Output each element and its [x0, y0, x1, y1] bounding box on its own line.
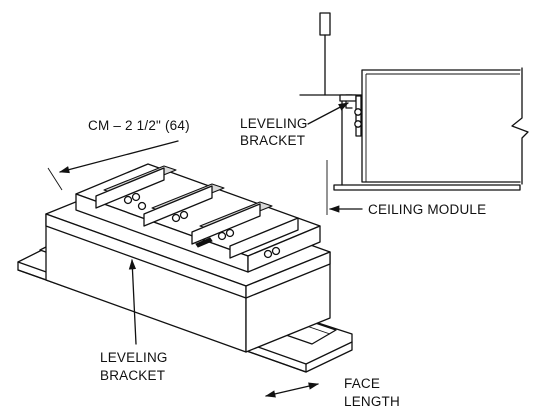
leveling-bracket-bottom-label-2: BRACKET	[100, 368, 165, 383]
face-length-label-1: FACE	[344, 376, 380, 391]
leveling-bracket-bottom-leader	[128, 258, 137, 345]
ceiling-module-label: CEILING MODULE	[368, 202, 486, 217]
face-length-dimension-line	[264, 382, 320, 398]
crossbars	[95, 167, 299, 259]
mounting-bolts	[123, 192, 281, 259]
ceiling-tee	[299, 94, 521, 191]
ceiling-section-detail: LEVELING BRACKET CEILING MODULE	[240, 12, 529, 217]
cm-dimension-line	[58, 140, 179, 174]
hanger-tab	[319, 12, 331, 36]
leveling-bracket-bottom-label-1: LEVELING	[100, 350, 168, 365]
leveling-bracket-section	[339, 94, 362, 137]
slot-detail-black	[195, 237, 213, 248]
diffuser-isometric-view: CM – 2 1/2" (64)	[17, 118, 400, 409]
leveling-bracket-top-leader	[307, 102, 349, 125]
face-length-label-2: LENGTH	[344, 394, 400, 409]
leveling-bracket-top-label-1: LEVELING	[240, 116, 308, 131]
diffuser-housing	[345, 69, 521, 183]
cm-dimension-label: CM – 2 1/2" (64)	[88, 118, 190, 133]
leveling-bracket-top-label-2: BRACKET	[240, 133, 305, 148]
break-line	[511, 67, 529, 185]
